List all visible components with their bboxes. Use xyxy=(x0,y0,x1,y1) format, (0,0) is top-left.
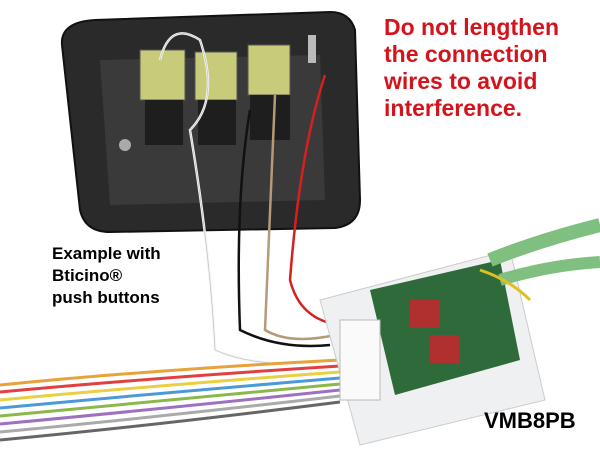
ribbon-cable xyxy=(0,358,341,442)
model-label: VMB8PB xyxy=(484,408,576,433)
example-caption: Example with Bticino® push buttons xyxy=(52,243,161,309)
caption-line: Bticino® xyxy=(52,266,123,285)
warning-line: interference. xyxy=(384,95,523,121)
pushbutton-device xyxy=(60,10,362,234)
vmb8pb-module xyxy=(319,249,546,446)
bus-cable xyxy=(479,218,600,302)
switch xyxy=(194,51,238,145)
caption-line: push buttons xyxy=(52,288,160,307)
warning-line: wires to avoid xyxy=(384,68,538,94)
caption-line: Example with xyxy=(52,244,161,263)
switch xyxy=(139,49,186,145)
warning-line: the connection xyxy=(384,41,548,67)
connection-wires xyxy=(158,32,341,365)
warning-line: Do not lengthen xyxy=(384,14,560,40)
switch xyxy=(247,44,291,140)
warning-note: Do not lengthen the connection wires to … xyxy=(384,14,559,122)
